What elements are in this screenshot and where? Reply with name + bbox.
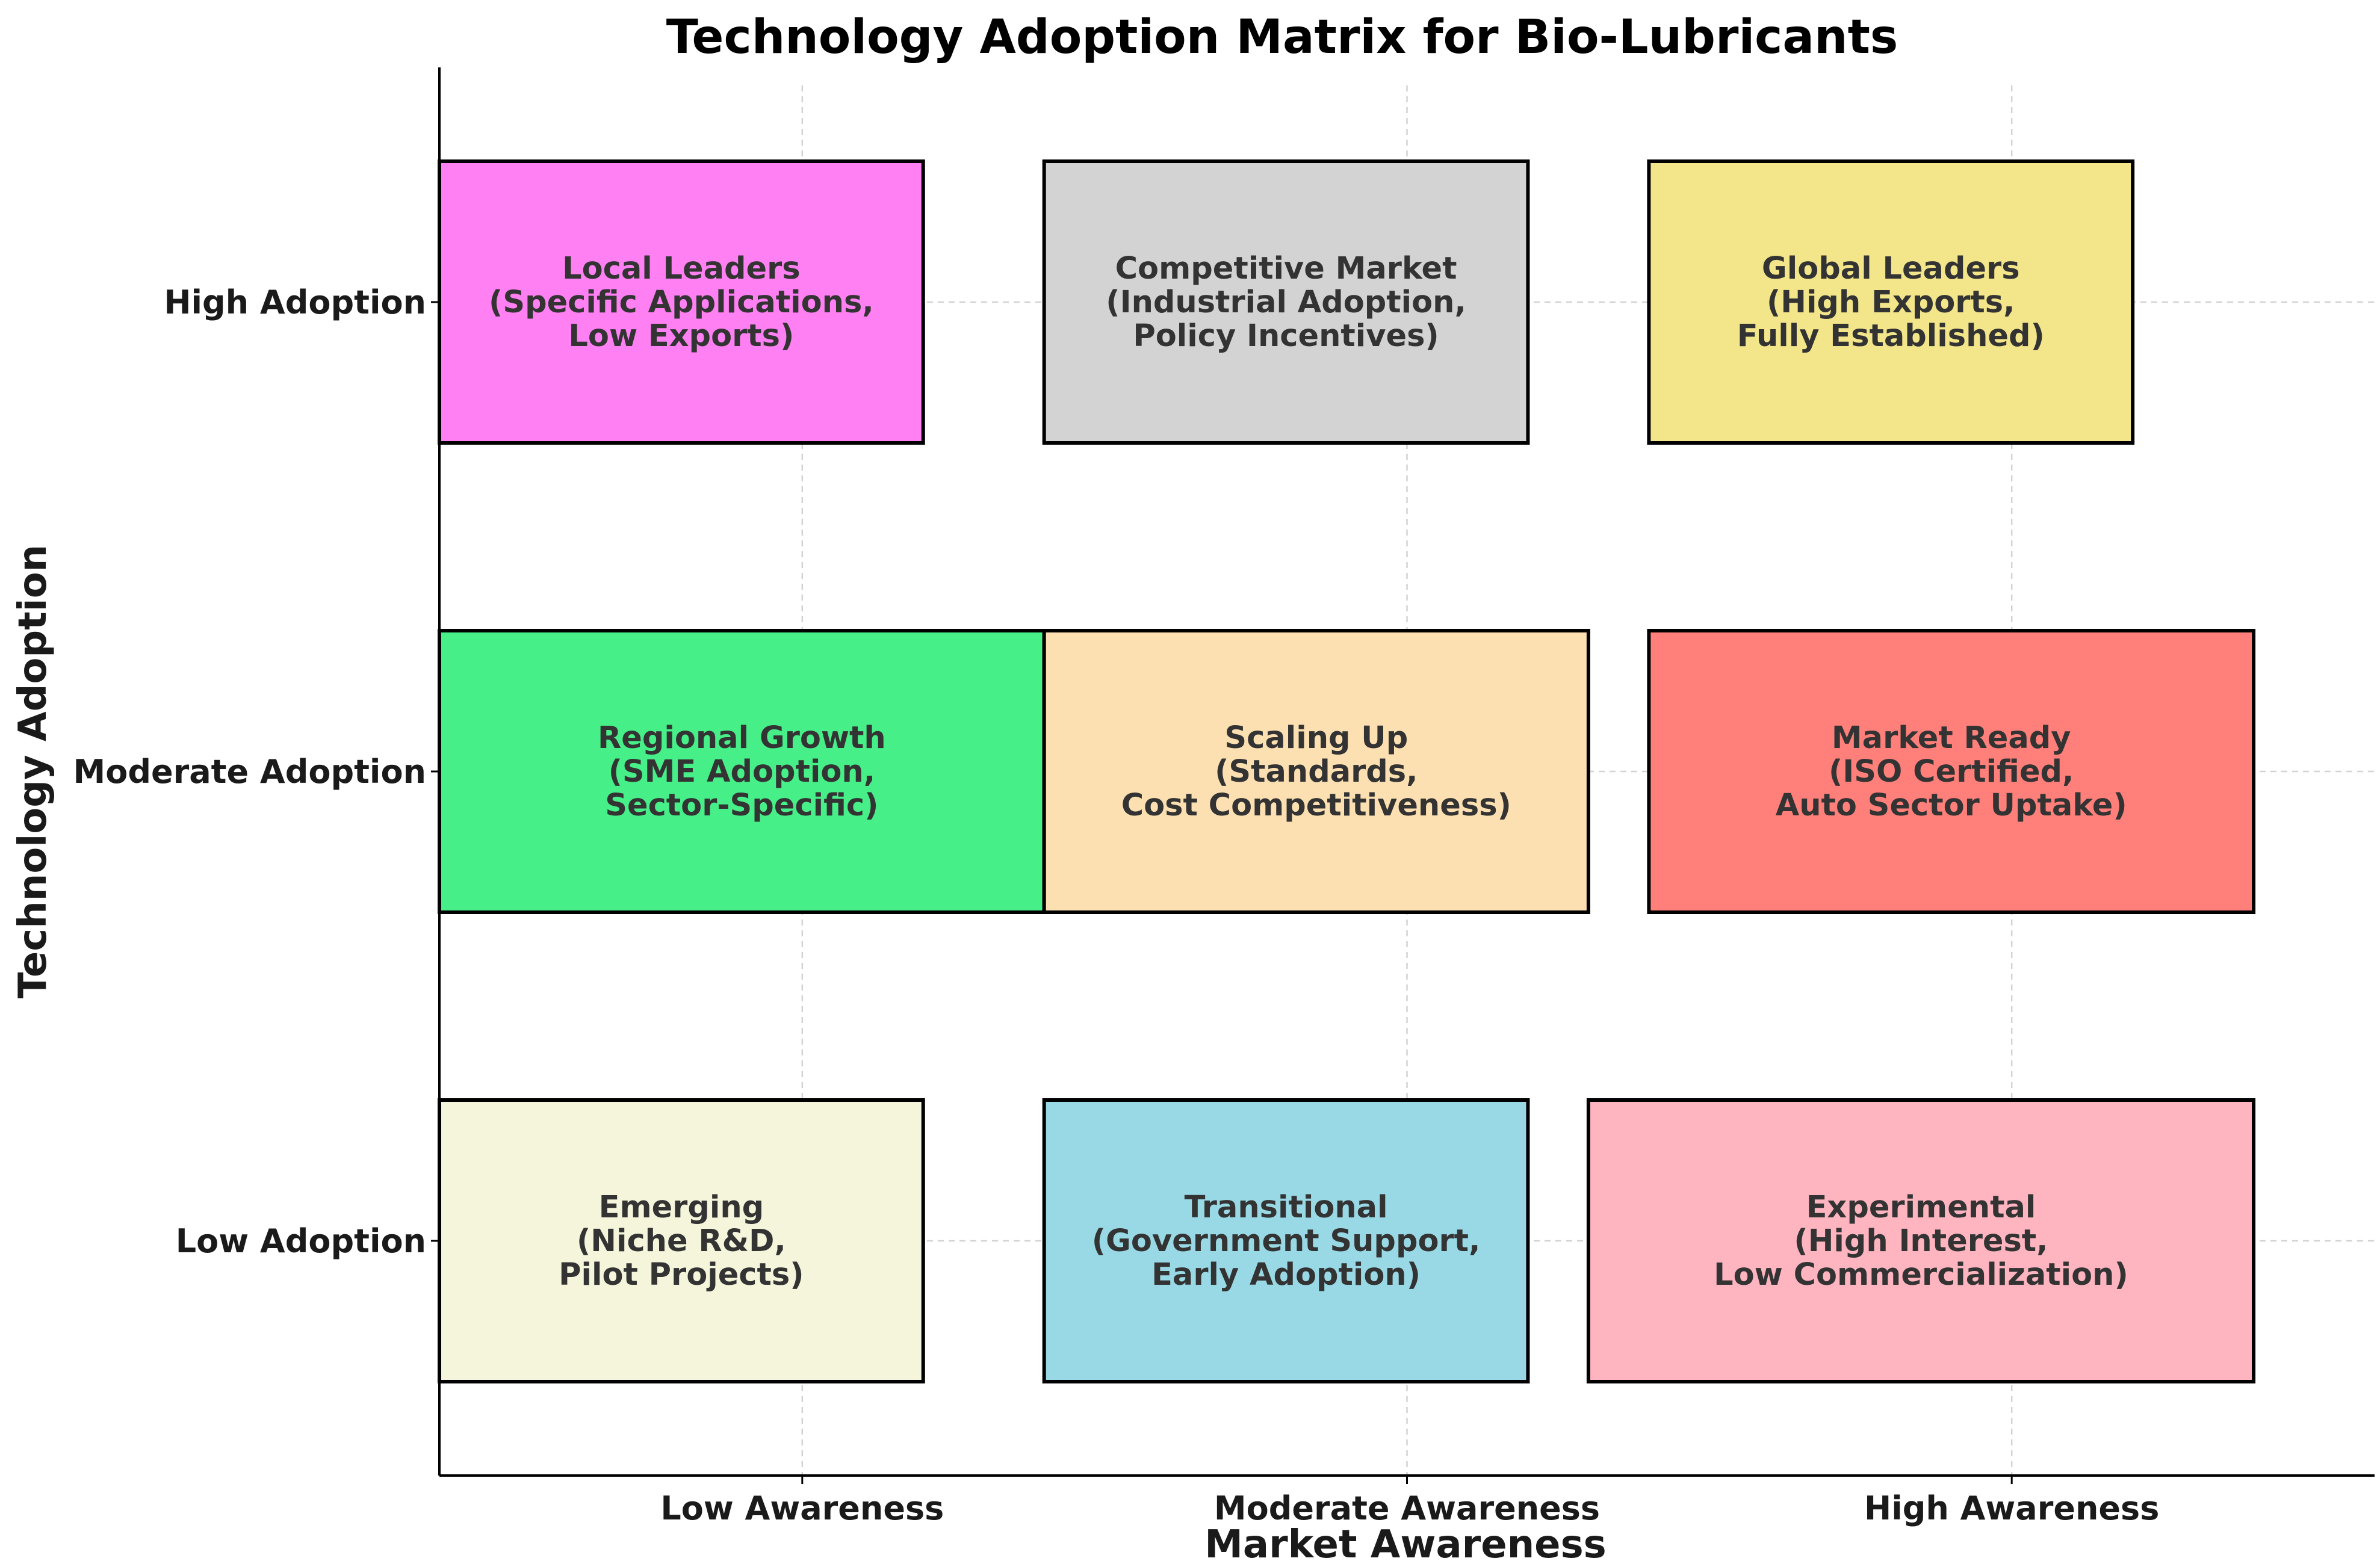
cell-box <box>1647 159 2135 445</box>
cell-label-line: (Industrial Adoption, <box>1106 285 1466 320</box>
cell-box <box>1042 159 1530 445</box>
tick-labels: Low Awareness Moderate Awareness High Awar… <box>73 283 2160 1527</box>
matrix-cell: Scaling Up(Standards,Cost Competitivenes… <box>1042 629 1590 914</box>
axes <box>431 67 2375 1484</box>
matrix-cell: Experimental(High Interest,Low Commercia… <box>1586 1098 2256 1383</box>
cell-box <box>1042 629 1590 914</box>
cell-label-line: Low Commercialization) <box>1714 1257 2128 1293</box>
matrix-cell: Emerging(Niche R&D,Pilot Projects) <box>438 1098 925 1383</box>
cell-label-line: (Specific Applications, <box>489 285 874 320</box>
cell-box <box>438 1098 925 1383</box>
matrix-cell: Market Ready(ISO Certified,Auto Sector U… <box>1647 629 2256 914</box>
cell-label-line: (ISO Certified, <box>1829 754 2074 790</box>
cell-label-line: (Niche R&D, <box>577 1223 786 1259</box>
cell-box <box>1647 629 2256 914</box>
cell-label-line: (Government Support, <box>1092 1223 1481 1259</box>
cell-label-line: Competitive Market <box>1115 251 1457 286</box>
cell-label-line: Emerging <box>599 1190 764 1225</box>
cell-label-line: (High Exports, <box>1767 285 2015 320</box>
cell-label-line: Pilot Projects) <box>559 1257 804 1293</box>
matrix-cell: Global Leaders(High Exports,Fully Establ… <box>1647 159 2135 445</box>
y-tick-label: Low Adoption <box>176 1222 426 1260</box>
cell-layer: Local Leaders(Specific Applications,Low … <box>438 159 2256 1383</box>
cell-label-line: Transitional <box>1185 1190 1388 1225</box>
cell-box <box>438 629 1046 914</box>
y-tick-label: High Adoption <box>164 283 426 321</box>
cell-label-line: Auto Sector Uptake) <box>1776 788 2127 823</box>
y-axis-label: Technology Adoption <box>11 545 55 999</box>
x-tick-label: High Awareness <box>1864 1489 2159 1527</box>
cell-label-line: Experimental <box>1806 1190 2036 1225</box>
cell-label-line: Local Leaders <box>562 251 801 286</box>
cell-label-line: Policy Incentives) <box>1133 318 1439 354</box>
chart-title: Technology Adoption Matrix for Bio-Lubri… <box>666 10 1898 64</box>
x-tick-label: Moderate Awareness <box>1214 1489 1600 1527</box>
cell-label-line: Cost Competitiveness) <box>1121 788 1511 823</box>
matrix-cell: Competitive Market(Industrial Adoption,P… <box>1042 159 1530 445</box>
y-tick-label: Moderate Adoption <box>73 753 427 791</box>
cell-label-line: Sector-Specific) <box>605 788 878 823</box>
cell-label-line: (SME Adoption, <box>609 754 876 790</box>
cell-label-line: Low Exports) <box>568 318 794 354</box>
cell-label-line: Scaling Up <box>1224 720 1408 756</box>
x-tick-label: Low Awareness <box>660 1489 944 1527</box>
cell-box <box>1042 1098 1530 1383</box>
matrix-cell: Local Leaders(Specific Applications,Low … <box>438 159 925 445</box>
cell-label-line: Global Leaders <box>1762 251 2020 286</box>
cell-label-line: (High Interest, <box>1794 1223 2048 1259</box>
cell-label-line: Regional Growth <box>598 720 886 756</box>
cell-label-line: Early Adoption) <box>1151 1257 1421 1293</box>
cell-label-line: Fully Established) <box>1737 318 2045 354</box>
matrix-cell: Transitional(Government Support,Early Ad… <box>1042 1098 1530 1383</box>
cell-box <box>1586 1098 2256 1383</box>
cell-box <box>438 159 925 445</box>
matrix-cell: Regional Growth(SME Adoption,Sector-Spec… <box>438 629 1046 914</box>
cell-label-line: Market Ready <box>1832 720 2071 756</box>
cell-label-line: (Standards, <box>1215 754 1418 790</box>
x-axis-label: Market Awareness <box>1204 1522 1607 1567</box>
